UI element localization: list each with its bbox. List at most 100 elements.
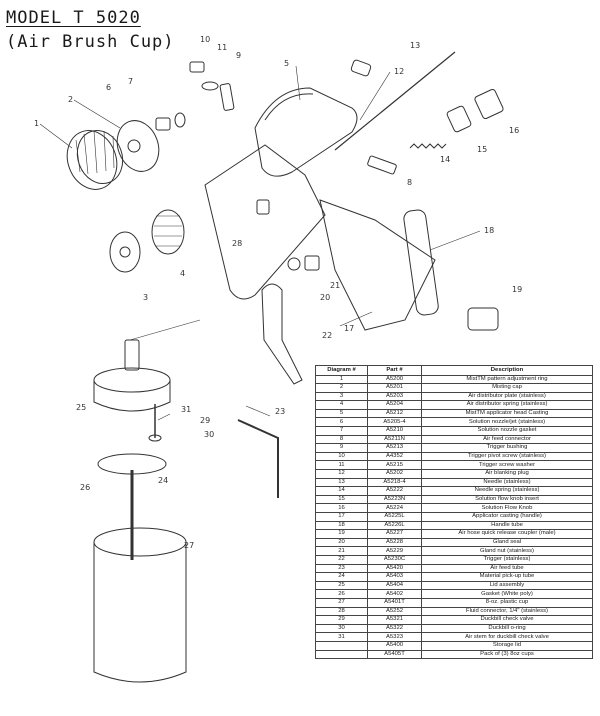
part-air-feed-connector: [367, 155, 397, 175]
diagram-number-cell: 30: [315, 623, 368, 634]
part-number-cell: A5400: [367, 640, 422, 651]
diagram-number-cell: 4: [315, 400, 368, 410]
callout-26: 26: [80, 483, 90, 492]
part-trigger: [261, 283, 303, 385]
diagram-number-cell: 9: [315, 443, 368, 453]
part-number-cell: A5204: [367, 400, 422, 410]
callout-22: 22: [322, 331, 332, 340]
diagram-number-cell: 24: [315, 572, 368, 582]
description-cell: Gland nut (stainless): [421, 546, 593, 556]
description-cell: 8-oz. plastic cup: [421, 597, 593, 608]
part-number-cell: A5322: [367, 623, 422, 634]
part-number-cell: A5211N: [367, 434, 422, 445]
part-number-cell: A5228: [367, 537, 422, 548]
callout-11: 11: [217, 43, 227, 52]
part-number-cell: A5223N: [367, 494, 422, 505]
diagram-number-cell: 13: [315, 477, 368, 488]
callout-30: 30: [204, 430, 214, 439]
part-number-cell: A5224: [367, 503, 422, 513]
part-number-cell: A4352: [367, 451, 422, 462]
callout-3: 3: [143, 293, 148, 302]
description-cell: Trigger bushing: [421, 443, 593, 453]
callout-5: 5: [284, 59, 289, 68]
part-handle-tube: [403, 209, 439, 316]
callout-23: 23: [275, 407, 285, 416]
description-cell: Lid assembly: [421, 580, 593, 591]
part-number-cell: A5323: [367, 632, 422, 642]
parts-table-header: Diagram # Part # Description: [315, 365, 593, 376]
diagram-number-cell: 22: [315, 554, 368, 565]
part-number-cell: A5202: [367, 469, 422, 479]
callout-28: 28: [232, 239, 242, 248]
header-diagram-number: Diagram #: [315, 365, 368, 376]
part-fluid-connector: [256, 199, 270, 215]
description-cell: Air feed tube: [421, 563, 593, 574]
part-number-cell: A5404: [367, 580, 422, 591]
part-number-cell: A5252: [367, 606, 422, 617]
part-air-feed-tube: [237, 419, 279, 498]
part-quick-coupler: [467, 307, 499, 331]
diagram-number-cell: 5: [315, 408, 368, 419]
diagram-number-cell: 21: [315, 546, 368, 556]
callout-7: 7: [128, 77, 133, 86]
description-cell: MistTM applicator head Casting: [421, 408, 593, 419]
part-number-cell: A5401T: [367, 597, 422, 608]
diagram-number-cell: 17: [315, 512, 368, 522]
header-description: Description: [421, 365, 593, 376]
description-cell: Solution nozzle gasket: [421, 426, 593, 436]
diagram-number-cell: 25: [315, 580, 368, 591]
description-cell: Trigger pivot screw (stainless): [421, 451, 593, 462]
description-cell: Solution flow knob insert: [421, 494, 593, 505]
callout-20: 20: [320, 293, 330, 302]
part-check-valve: [148, 404, 162, 442]
callout-16: 16: [509, 126, 519, 135]
callout-12: 12: [394, 67, 404, 76]
part-number-cell: A5200: [367, 374, 422, 385]
diagram-number-cell: 8: [315, 434, 368, 445]
part-number-cell: A5203: [367, 391, 422, 402]
diagram-number-cell: 16: [315, 503, 368, 513]
part-lid-assembly: [93, 339, 171, 412]
part-distributor: [109, 209, 185, 273]
callout-17: 17: [344, 324, 354, 333]
description-cell: Pack of (3) 8oz cups: [421, 649, 593, 660]
description-cell: Gasket (White poly): [421, 589, 593, 599]
part-number-cell: A5405T: [367, 649, 422, 660]
part-cup: [93, 527, 187, 683]
leader-lines: [39, 65, 481, 421]
diagram-number-cell: 29: [315, 615, 368, 625]
description-cell: Air distributor plate (stainless): [421, 391, 593, 402]
diagram-number-cell: 26: [315, 589, 368, 599]
description-cell: Material pick-up tube: [421, 572, 593, 582]
part-number-cell: A5402: [367, 589, 422, 599]
description-cell: Storage lid: [421, 640, 593, 651]
diagram-number-cell: 7: [315, 426, 368, 436]
callout-2: 2: [68, 95, 73, 104]
part-number-cell: A5201: [367, 383, 422, 393]
part-number-cell: A5213: [367, 443, 422, 453]
callout-6: 6: [106, 83, 111, 92]
callout-18: 18: [484, 226, 494, 235]
part-number-cell: A5205-4: [367, 417, 422, 428]
diagram-number-cell: 2: [315, 383, 368, 393]
callout-labels: 1 2 3 4 5 6 7 8 9 10 11 12 13 14 15 16 1…: [34, 35, 522, 550]
model-title: MODEL T 5020: [6, 8, 141, 28]
